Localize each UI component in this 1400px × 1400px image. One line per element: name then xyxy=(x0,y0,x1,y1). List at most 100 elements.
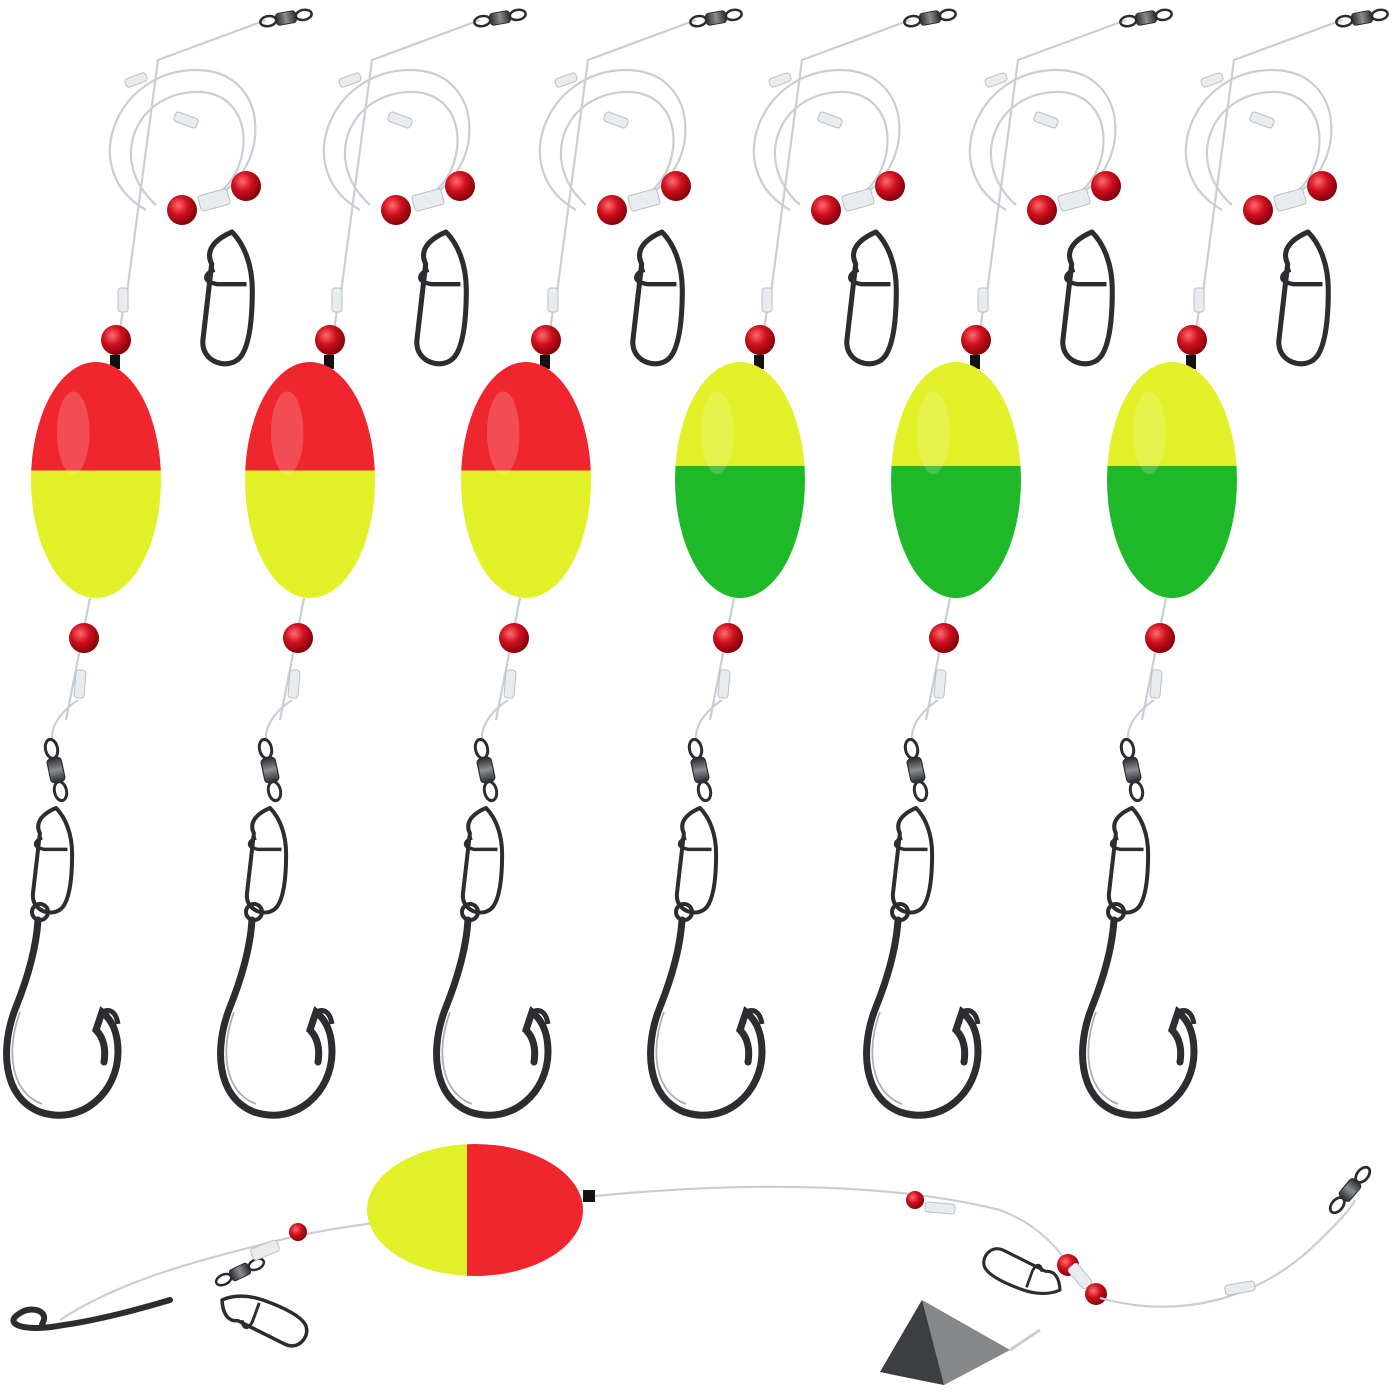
float-stem xyxy=(583,1190,595,1202)
hook-barb xyxy=(530,1008,551,1025)
red-bead xyxy=(315,325,345,355)
leader-line xyxy=(278,597,306,721)
swivel-barrel xyxy=(46,756,66,784)
hook-bend xyxy=(217,916,336,1119)
float-highlight xyxy=(917,391,950,475)
leader-line xyxy=(264,699,293,741)
crimp-sleeve xyxy=(1193,287,1205,313)
leader-line xyxy=(1009,1328,1041,1352)
float-stem xyxy=(110,355,120,369)
coiled-line xyxy=(752,68,901,211)
hook-bend xyxy=(10,1297,173,1331)
snap-latch xyxy=(240,1302,261,1330)
float-bottom-half xyxy=(675,465,805,598)
snap-body xyxy=(460,805,505,915)
leader-line xyxy=(1140,597,1168,721)
crimp-sleeve xyxy=(627,188,661,212)
hook-bend xyxy=(647,916,766,1119)
crimp-sleeve xyxy=(1224,1280,1256,1296)
leader-line xyxy=(594,1185,1081,1281)
crimp-sleeve xyxy=(977,287,989,313)
fishing-float xyxy=(891,362,1021,598)
swivel-barrel xyxy=(476,756,496,784)
fishing-hook xyxy=(433,902,552,1119)
crimp-sleeve xyxy=(547,287,559,313)
coiled-line xyxy=(108,68,257,211)
leader-line xyxy=(1126,699,1155,741)
crimp-sleeve xyxy=(817,111,843,129)
hook-bend xyxy=(1079,916,1198,1119)
swivel-eye xyxy=(482,780,499,803)
swivel-eye xyxy=(912,780,929,803)
fishing-float xyxy=(245,362,375,598)
crimp-sleeve xyxy=(250,1239,280,1261)
red-bead xyxy=(597,195,627,225)
fishing-hook xyxy=(863,902,982,1119)
swivel-eye xyxy=(294,8,313,22)
leader-line xyxy=(554,18,697,301)
swivel-eye xyxy=(266,780,283,803)
red-bead xyxy=(69,623,99,653)
red-bead xyxy=(661,171,691,201)
float-highlight xyxy=(487,391,520,475)
snap-clip xyxy=(1060,229,1115,367)
crimp-sleeve xyxy=(1067,1262,1093,1290)
snap-body xyxy=(244,805,289,915)
leader-line xyxy=(768,18,911,301)
float-top-half xyxy=(1107,362,1237,466)
swivel-barrel xyxy=(489,10,511,26)
lower-snap-clip xyxy=(460,805,505,915)
leader-line xyxy=(124,18,267,301)
snap-latch xyxy=(463,836,498,852)
lower-swivel xyxy=(257,737,283,803)
snap-latch xyxy=(634,267,677,287)
fishing-float xyxy=(675,362,805,598)
fishing-hook xyxy=(217,902,336,1119)
swivel-eye xyxy=(687,737,704,760)
crimp-sleeve xyxy=(1149,669,1163,699)
snap-clip xyxy=(1276,229,1331,367)
swivel-eye xyxy=(43,737,60,760)
coiled-line xyxy=(129,90,245,206)
crimp-sleeve xyxy=(197,188,231,212)
crimp-sleeve xyxy=(933,669,947,699)
swivel-barrel xyxy=(690,756,710,784)
swivel xyxy=(214,1257,266,1287)
float-highlight xyxy=(701,391,734,475)
hook-barb xyxy=(100,1008,121,1025)
float-stem xyxy=(1186,355,1196,369)
snap-latch xyxy=(247,836,282,852)
leader-line xyxy=(924,597,952,721)
red-bead xyxy=(167,195,197,225)
leader-line xyxy=(64,597,92,721)
red-bead xyxy=(1177,325,1207,355)
crimp-sleeve xyxy=(717,669,731,699)
coiled-line xyxy=(1184,68,1333,211)
float-bottom-half xyxy=(891,465,1021,598)
crimp-sleeve xyxy=(984,72,1008,88)
leader-line xyxy=(984,18,1127,301)
snap-clip xyxy=(200,229,255,367)
swivel-barrel xyxy=(1351,10,1373,26)
lower-snap-clip xyxy=(1106,805,1151,915)
snap-body xyxy=(674,805,719,915)
swivel-eye xyxy=(508,8,527,22)
fishing-float xyxy=(461,362,591,598)
crimp-sleeve xyxy=(924,1201,956,1215)
red-bead xyxy=(381,195,411,225)
snap-body xyxy=(844,229,899,367)
red-bead xyxy=(1145,623,1175,653)
coiled-line xyxy=(1205,90,1321,206)
swivel-barrel xyxy=(1122,756,1142,784)
lower-snap-clip xyxy=(674,805,719,915)
leader-line xyxy=(338,18,481,301)
hook-barb xyxy=(314,1008,335,1025)
crimp-sleeve xyxy=(1249,111,1275,129)
top-swivel xyxy=(903,8,957,28)
coiled-line xyxy=(559,90,675,206)
float-stem xyxy=(754,355,764,369)
fishing-hook xyxy=(1079,902,1198,1119)
hook-shine xyxy=(655,1011,687,1105)
crimp-sleeve xyxy=(338,72,362,88)
coiled-line xyxy=(538,68,687,211)
